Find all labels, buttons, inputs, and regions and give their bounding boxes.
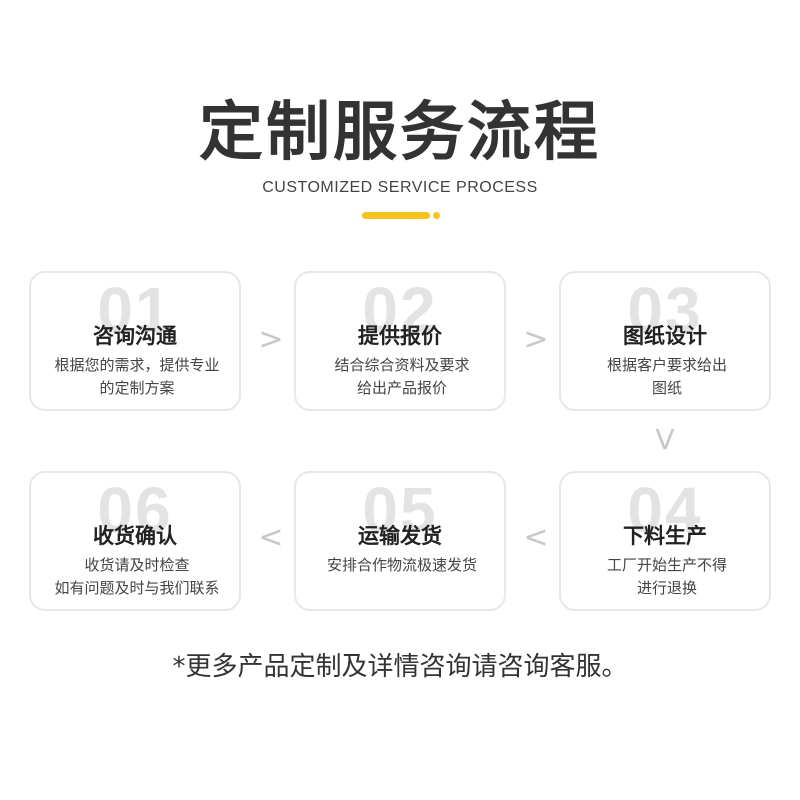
step-number: 05 — [362, 474, 438, 546]
step-card-06: 06 收货确认 收货请及时检查 如有问题及时与我们联系 — [29, 471, 241, 611]
step-card-01: 01 咨询沟通 根据您的需求，提供专业 的定制方案 — [29, 271, 241, 411]
arrow-left-icon: < — [523, 520, 549, 555]
step-number: 03 — [627, 274, 703, 346]
step-title: 图纸设计 — [623, 324, 707, 348]
step-card-03: 03 图纸设计 根据客户要求给出 图纸 — [559, 271, 771, 411]
step-description: 收货请及时检查 如有问题及时与我们联系 — [39, 554, 235, 600]
step-description-line: 根据您的需求，提供专业 — [54, 356, 220, 374]
step-card-02: 02 提供报价 结合综合资料及要求 给出产品报价 — [294, 271, 506, 411]
step-number: 04 — [627, 474, 703, 546]
accent-bar — [362, 212, 430, 219]
arrow-left-icon: < — [258, 520, 284, 555]
step-card-05: 05 运输发货 安排合作物流极速发货 — [294, 471, 506, 611]
step-number: 02 — [362, 274, 438, 346]
footnote: *更多产品定制及详情咨询请咨询客服。 — [172, 652, 628, 682]
step-number: 06 — [97, 474, 173, 546]
step-title: 咨询沟通 — [93, 324, 177, 348]
step-description: 根据客户要求给出 图纸 — [569, 354, 765, 400]
step-description: 结合综合资料及要求 给出产品报价 — [304, 354, 500, 400]
step-card-04: 04 下料生产 工厂开始生产不得 进行退换 — [559, 471, 771, 611]
step-description-line: 收货请及时检查 — [84, 556, 190, 574]
accent-dot — [433, 212, 440, 219]
step-description-line: 结合综合资料及要求 — [334, 356, 470, 374]
step-description-line: 工厂开始生产不得 — [606, 556, 727, 574]
step-description-line: 图纸 — [651, 379, 682, 397]
step-title: 收货确认 — [93, 524, 177, 548]
page-title: 定制服务流程 — [199, 96, 601, 170]
step-description: 安排合作物流极速发货 — [304, 554, 500, 577]
step-title: 提供报价 — [358, 324, 442, 348]
step-description-line: 进行退换 — [636, 579, 697, 597]
step-title: 下料生产 — [623, 524, 707, 548]
page-subtitle: CUSTOMIZED SERVICE PROCESS — [262, 179, 538, 196]
step-description-line: 的定制方案 — [99, 379, 175, 397]
step-number: 01 — [97, 274, 173, 346]
step-description-line: 安排合作物流极速发货 — [326, 556, 477, 574]
step-description-line: 给出产品报价 — [356, 379, 447, 397]
step-description: 根据您的需求，提供专业 的定制方案 — [39, 354, 235, 400]
arrow-down-icon: V — [655, 423, 675, 456]
step-description-line: 根据客户要求给出 — [606, 356, 727, 374]
arrow-right-icon: > — [523, 322, 549, 357]
step-description-line: 如有问题及时与我们联系 — [54, 579, 220, 597]
step-description: 工厂开始生产不得 进行退换 — [569, 554, 765, 600]
arrow-right-icon: > — [258, 322, 284, 357]
step-title: 运输发货 — [358, 524, 442, 548]
